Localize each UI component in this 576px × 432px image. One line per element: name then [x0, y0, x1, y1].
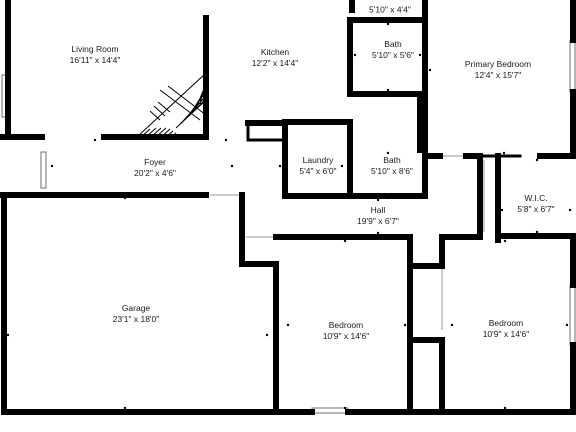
wall-wic: [495, 153, 576, 239]
tick: [386, 196, 390, 200]
tick: [376, 231, 380, 235]
tick: [376, 198, 380, 202]
tick: [230, 164, 234, 168]
tick: [502, 151, 506, 155]
tick: [568, 208, 572, 212]
tick: [278, 164, 282, 168]
tick: [386, 88, 390, 92]
tick: [50, 164, 54, 168]
wall-bath-top: [347, 0, 428, 23]
tick: [340, 164, 344, 168]
wall-bath-lower: [347, 153, 428, 199]
tick: [343, 406, 347, 410]
window-primary-right: [569, 39, 576, 93]
tick: [418, 53, 422, 57]
tick: [224, 138, 228, 142]
stair-hatch: [136, 72, 207, 138]
wall-kitchen-bath-divider: [347, 17, 423, 153]
window-foyer-left: [40, 151, 47, 189]
stair-outline: [136, 72, 207, 138]
window-bedroom-right: [569, 284, 576, 346]
tick: [535, 158, 539, 162]
tick: [403, 323, 407, 327]
tick: [265, 333, 269, 337]
dimension-ticks: [6, 22, 572, 410]
tick: [6, 333, 10, 337]
tick: [386, 151, 390, 155]
tick: [450, 323, 454, 327]
tick: [565, 323, 569, 327]
tick: [123, 406, 127, 410]
tick: [353, 53, 357, 57]
tick: [503, 239, 507, 243]
wall-bedroom-divider: [407, 234, 445, 413]
wall-garage-right: [239, 192, 279, 415]
stair-treads: [140, 79, 207, 138]
wall-closet-mid: [407, 337, 445, 415]
tick: [286, 323, 290, 327]
tick: [500, 208, 504, 212]
wall-laundry-front: [246, 121, 287, 142]
tick: [535, 230, 539, 234]
window-bedroom-bottom: [311, 407, 349, 414]
wall-living-room: [5, 0, 209, 140]
wall-laundry: [245, 119, 353, 199]
walls: [0, 0, 576, 415]
tick: [93, 138, 97, 142]
tick: [503, 406, 507, 410]
wall-primary-bottom: [422, 153, 483, 239]
tick: [343, 239, 347, 243]
tick: [123, 196, 127, 200]
tick: [386, 22, 390, 26]
tick: [428, 68, 432, 72]
windows: [1, 39, 576, 414]
